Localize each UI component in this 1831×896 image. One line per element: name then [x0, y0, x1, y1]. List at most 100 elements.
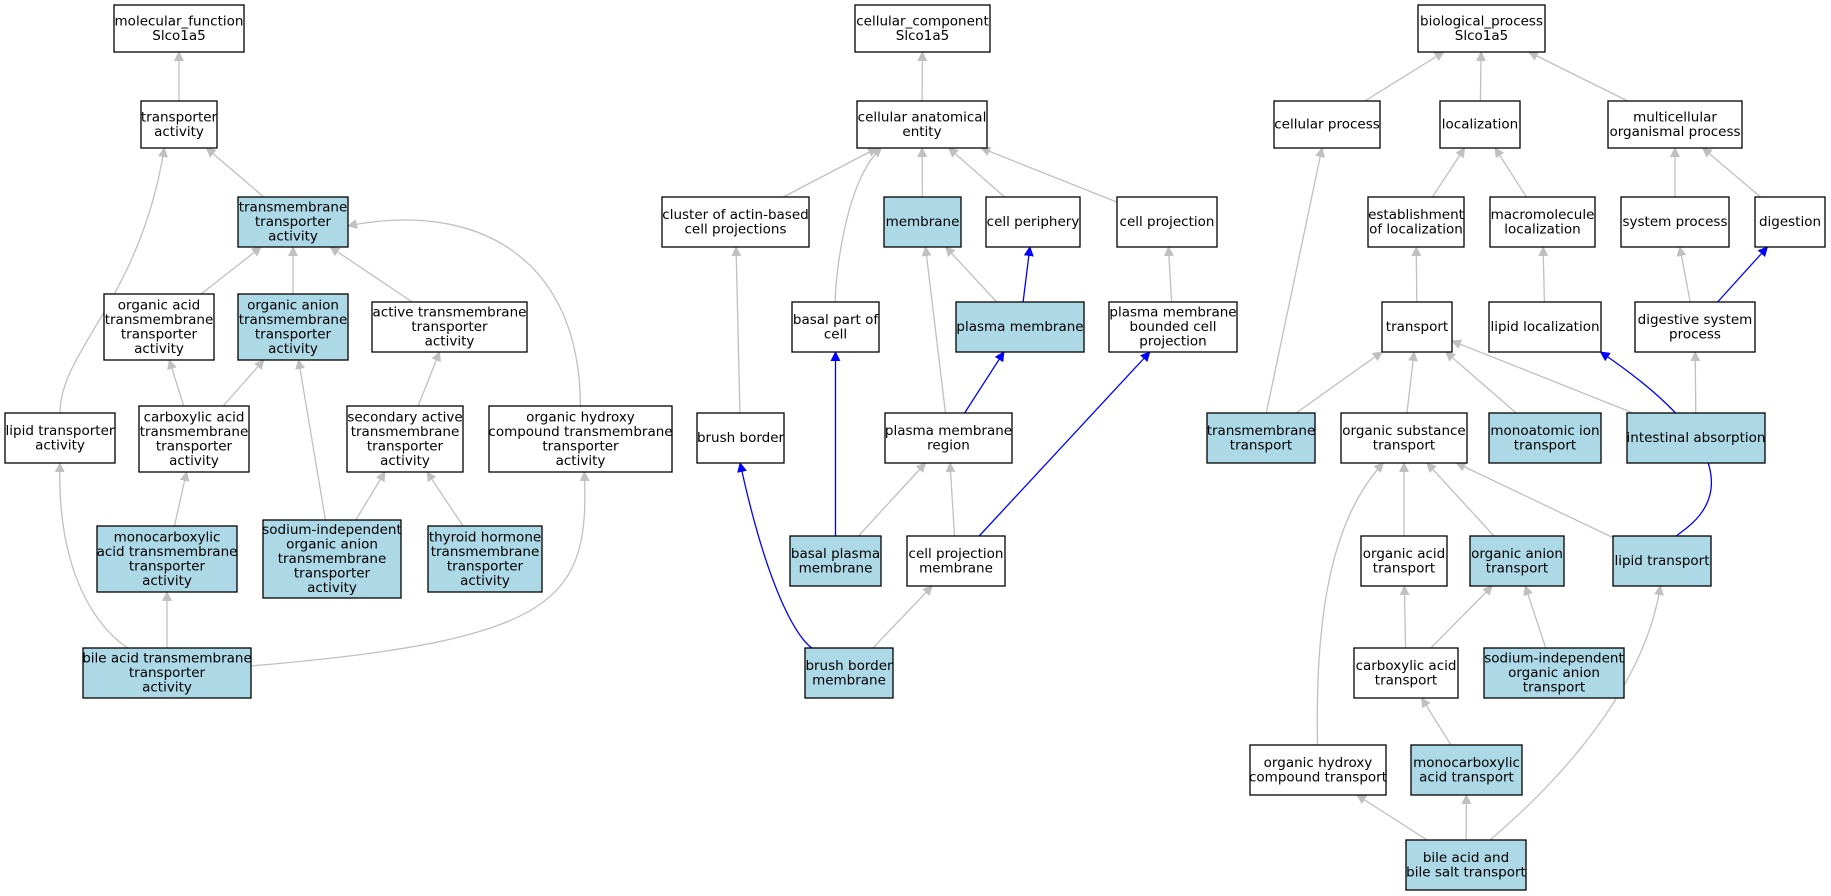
term-node-localization[interactable]: localization [1439, 100, 1521, 149]
term-node-sys-proc[interactable]: system process [1620, 196, 1730, 248]
term-node-carb-tm[interactable]: carboxylic acidtransmembranetransportera… [138, 405, 250, 473]
term-label-line: activity [154, 124, 204, 140]
term-node-periphery[interactable]: cell periphery [985, 196, 1081, 248]
edge-dig_sys-to-digestion [1717, 246, 1769, 303]
term-label-line: transmembrane [278, 551, 387, 567]
term-node-brush-border[interactable]: brush border [696, 412, 785, 464]
term-box [661, 196, 810, 248]
edge-sodium_transport-to-oan_transport [1523, 585, 1547, 649]
term-box [4, 412, 116, 464]
edge-localization-to-bp [1475, 51, 1486, 102]
term-label-line: of localization [1369, 221, 1463, 237]
term-label-line: transporter [129, 558, 206, 574]
term-label-line: transporter [294, 566, 371, 582]
edge-lipid_transport-to-lipid_loc [1599, 351, 1712, 537]
term-label-line: digestion [1759, 214, 1821, 230]
term-node-oa-tm[interactable]: organic acidtransmembranetransporteracti… [103, 293, 215, 361]
term-label-line: entity [902, 124, 941, 140]
term-label-line: intestinal absorption [1627, 430, 1766, 446]
term-label-line: transport [1373, 437, 1435, 453]
term-label-line: activity [380, 453, 430, 469]
term-node-transport[interactable]: transport [1381, 301, 1453, 353]
term-label-line: cellular process [1274, 117, 1380, 133]
term-label-line: multicellular [1633, 109, 1717, 125]
term-label-line: activity [307, 580, 357, 596]
term-label-line: transmembrane [105, 312, 214, 328]
term-box [1340, 412, 1468, 464]
term-label-line: transport [1375, 672, 1437, 688]
edge-basal_pm-to-pm_region [857, 462, 927, 537]
edge-tm_tr_act-to-tr_act [205, 147, 265, 198]
term-label-line: cellular anatomical [858, 109, 987, 125]
term-node-projection[interactable]: cell projection [1116, 196, 1218, 248]
edge-oh_transport-to-org_sub [1316, 462, 1384, 746]
term-node-membrane[interactable]: membrane [883, 196, 962, 248]
term-label-line: transporter [141, 109, 218, 125]
term-box [1367, 196, 1465, 248]
term-node-lipid-transport[interactable]: lipid transport [1612, 535, 1712, 587]
term-box [103, 293, 215, 361]
edge-intestinal-to-dig_sys [1690, 351, 1701, 414]
term-label-line: thyroid hormone [429, 529, 541, 545]
term-node-plasma-mem[interactable]: plasma membrane [955, 301, 1085, 353]
term-label-line: transporter [121, 326, 198, 342]
term-node-thyroid-tm[interactable]: thyroid hormonetransmembranetransportera… [427, 525, 543, 593]
term-node-bile-tm[interactable]: bile acid transmembranetransporteractivi… [82, 647, 252, 699]
term-label-line: organic anion [247, 297, 339, 313]
term-box [1273, 100, 1381, 149]
edges-layer [54, 51, 1769, 841]
term-node-sec-act[interactable]: secondary activetransmembranetransporter… [346, 405, 464, 473]
edge-tm_transport-to-cell_proc [1265, 147, 1326, 414]
term-box [854, 4, 991, 53]
edge-tm_transport-to-transport [1295, 351, 1383, 414]
term-label-line: transmembrane [239, 200, 348, 216]
term-node-cell-proc[interactable]: cellular process [1273, 100, 1381, 149]
term-label-line: plasma membrane [956, 319, 1083, 335]
term-node-digestion[interactable]: digestion [1754, 196, 1826, 248]
term-label-line: process [1669, 326, 1721, 342]
term-label-line: Slco1a5 [1455, 28, 1508, 44]
edge-pm_region-to-plasma_mem [964, 351, 1005, 414]
term-box [1626, 412, 1766, 464]
edge-plasma_mem-to-membrane [945, 246, 998, 303]
term-node-oan-tm[interactable]: organic aniontransmembranetransporteract… [237, 293, 349, 361]
term-node-lipid-loc[interactable]: lipid localization [1488, 301, 1602, 353]
term-label-line: compound transport [1249, 769, 1387, 785]
term-label-line: activity [268, 229, 318, 245]
term-node-intestinal[interactable]: intestinal absorption [1626, 412, 1766, 464]
term-label-line: plasma membrane [1109, 305, 1236, 321]
